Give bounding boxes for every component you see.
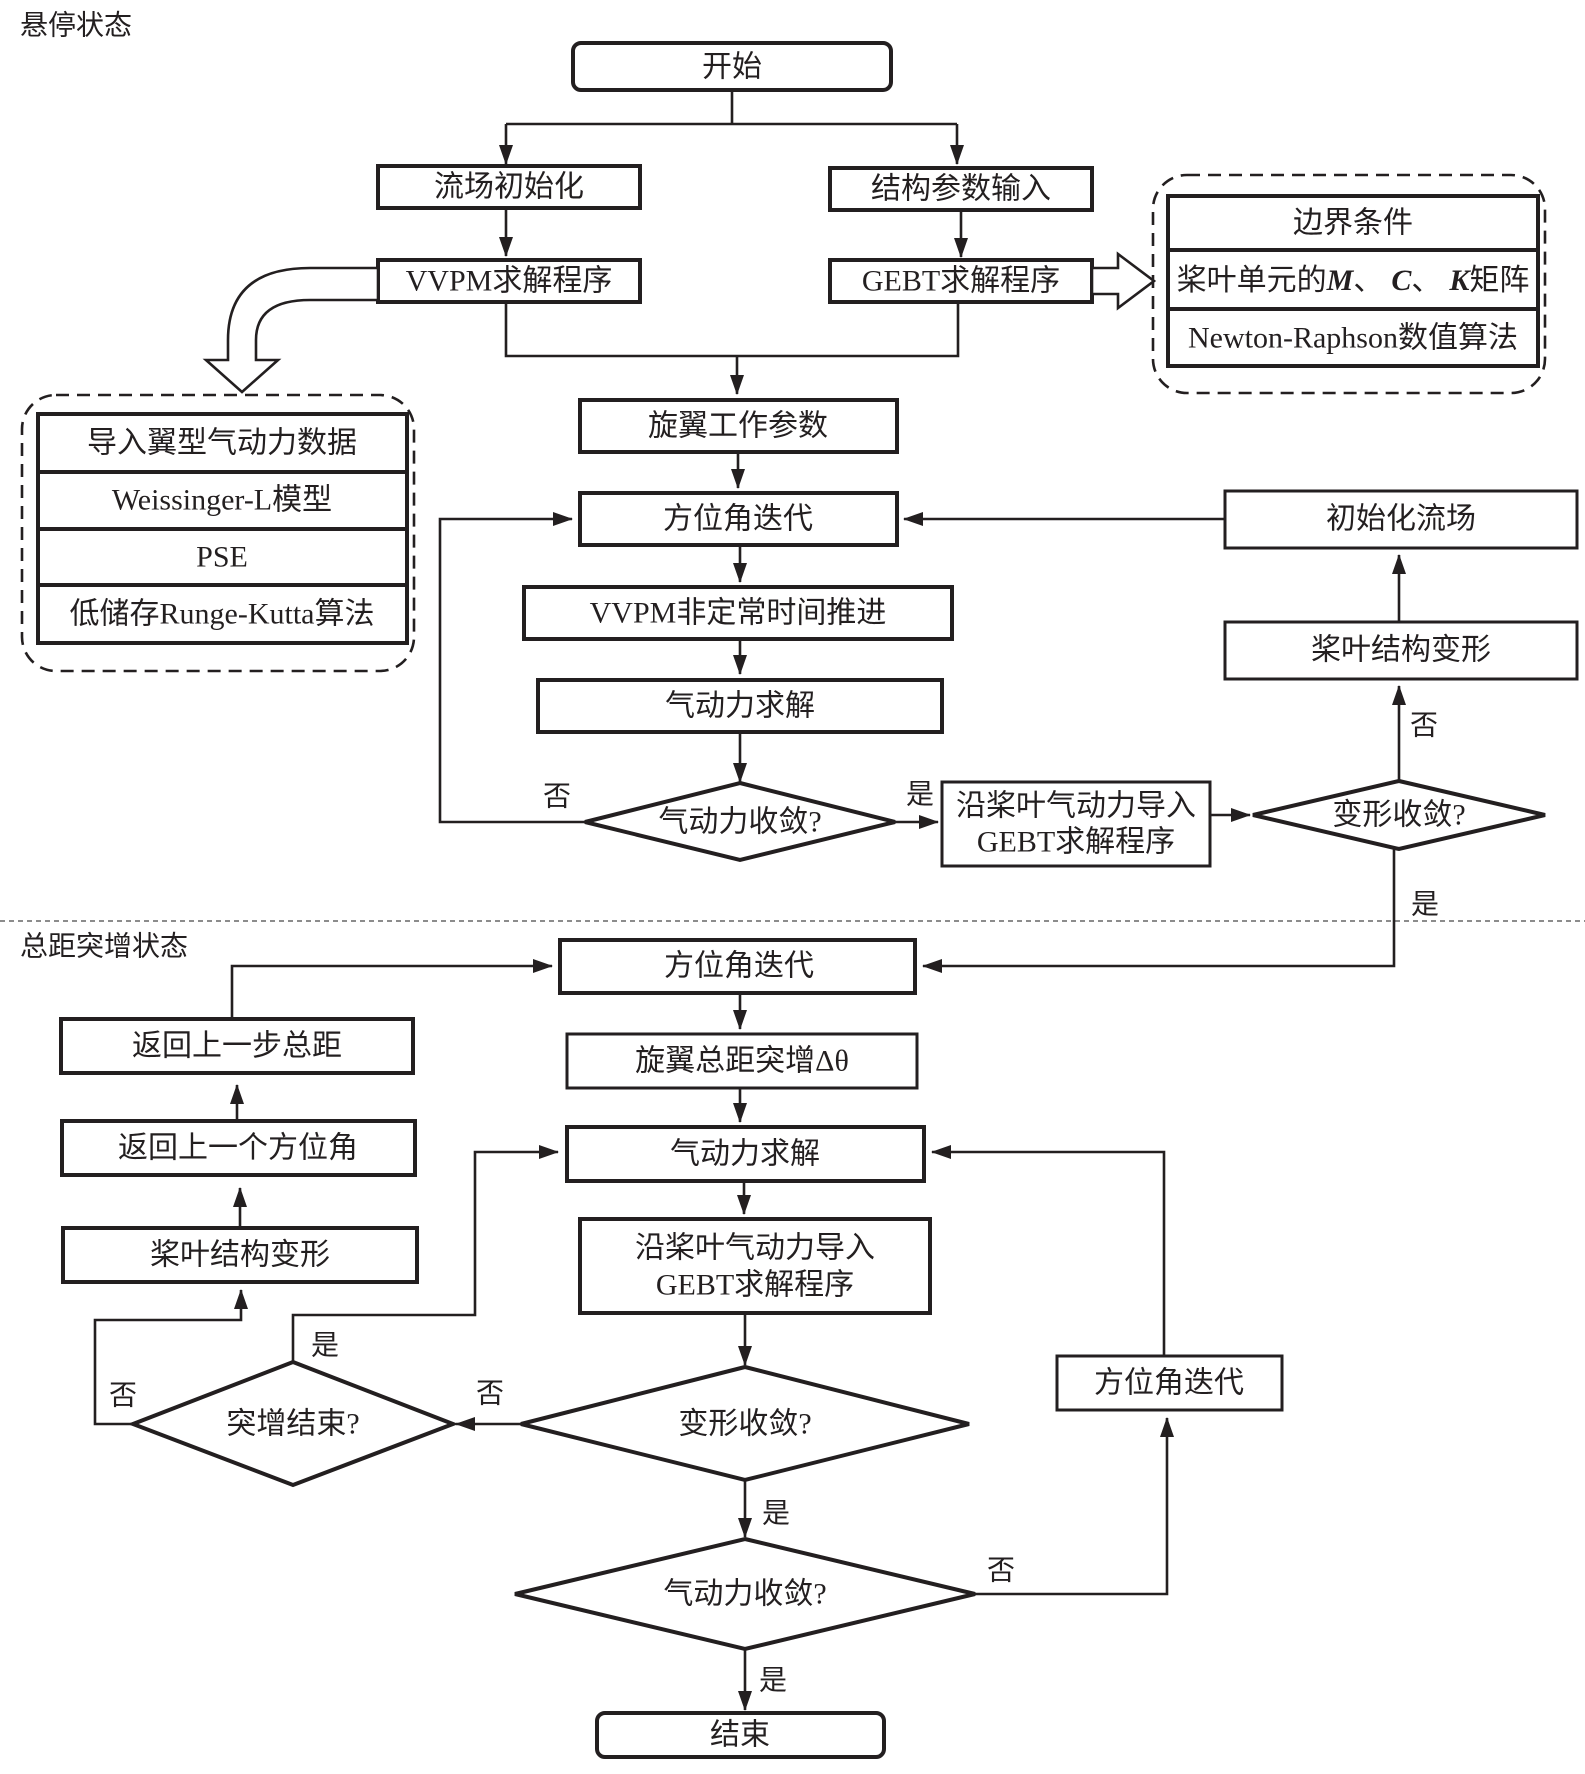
vvpm-detail-label: PSE <box>196 541 248 574</box>
aero-to-gebt-2-node[interactable]: 沿桨叶气动力导入 GEBT求解程序 <box>578 1217 932 1315</box>
vvpm-detail-item <box>36 527 409 587</box>
edge-merge <box>504 302 960 358</box>
aero-to-gebt-1-node[interactable]: 沿桨叶气动力导入 GEBT求解程序 <box>940 780 1212 868</box>
gebt-details-dashed-border <box>1151 173 1547 395</box>
vvpm-detail-label: Weissinger-L模型 <box>112 484 332 517</box>
section-label-hover: 悬停状态 <box>20 10 132 42</box>
edge-deform-converge-1-yes <box>922 849 1396 973</box>
end-label: 结束 <box>710 1719 770 1752</box>
branch-label-yes: 是 <box>906 780 934 811</box>
azimuth-iter-1-node[interactable]: 方位角迭代 <box>578 491 899 547</box>
azimuth-iter-2-node[interactable]: 方位角迭代 <box>558 938 917 995</box>
flow-init-label: 流场初始化 <box>434 171 584 204</box>
vvpm-unsteady-node[interactable]: VVPM非定常时间推进 <box>522 585 954 641</box>
reinit-flow-label: 初始化流场 <box>1326 503 1476 536</box>
gebt-detail-label: 边界条件 <box>1293 207 1413 240</box>
branch-label-no: 否 <box>476 1379 504 1410</box>
branch-label-no: 否 <box>543 782 571 813</box>
aero-solve-2-node[interactable]: 气动力求解 <box>565 1125 926 1183</box>
aero-to-gebt-1-label-line1: 沿桨叶气动力导入 <box>956 790 1196 823</box>
gebt-detail-item <box>1166 307 1540 368</box>
rotor-params-label: 旋翼工作参数 <box>648 410 828 443</box>
collective-step-label: 旋翼总距突增Δθ <box>635 1045 849 1078</box>
azimuth-iter-1-label: 方位角迭代 <box>663 503 813 536</box>
prev-azimuth-label: 返回上一个方位角 <box>118 1132 358 1165</box>
vvpm-solver-node[interactable]: VVPM求解程序 <box>376 258 642 304</box>
start-node[interactable]: 开始 <box>571 41 893 92</box>
vvpm-details-group: 导入翼型气动力数据 Weissinger-L模型 PSE 低储存Runge-Ku… <box>20 393 416 673</box>
flow-init-node[interactable]: 流场初始化 <box>376 164 642 210</box>
deform-converge-1-decision[interactable]: 变形收敛? <box>1252 778 1546 852</box>
blade-deform-2-node[interactable]: 桨叶结构变形 <box>61 1226 419 1284</box>
edge-aero-converge-1-no <box>438 512 585 824</box>
branch-label-yes: 是 <box>1411 890 1439 921</box>
azimuth-iter-3-label: 方位角迭代 <box>1094 1367 1244 1400</box>
blade-deform-2-label: 桨叶结构变形 <box>150 1239 330 1272</box>
deform-converge-2-decision[interactable]: 变形收敛? <box>520 1364 970 1483</box>
branch-label-no: 否 <box>1410 711 1438 742</box>
edge-aero-converge-2-no <box>975 1417 1174 1596</box>
step-end-label: 突增结束? <box>226 1408 359 1441</box>
branch-label-yes: 是 <box>311 1331 339 1362</box>
aero-converge-2-decision[interactable]: 气动力收敛? <box>514 1536 976 1652</box>
end-node[interactable]: 结束 <box>595 1711 886 1759</box>
edge-azimuth-3-to-aero-solve-2 <box>931 1145 1166 1356</box>
vvpm-detail-label: 低储存Runge-Kutta算法 <box>70 598 375 631</box>
vvpm-details-dashed-border <box>20 393 416 673</box>
vvpm-expand-arrow <box>202 266 380 394</box>
aero-converge-1-decision[interactable]: 气动力收敛? <box>584 780 896 863</box>
vvpm-detail-item <box>36 470 409 531</box>
branch-label-no: 否 <box>109 1381 137 1412</box>
vvpm-detail-item <box>36 583 409 645</box>
aero-converge-1-label: 气动力收敛? <box>658 806 821 839</box>
azimuth-iter-3-node[interactable]: 方位角迭代 <box>1055 1354 1284 1412</box>
branch-label-yes: 是 <box>759 1666 787 1697</box>
step-end-decision[interactable]: 突增结束? <box>127 1359 459 1488</box>
azimuth-iter-2-label: 方位角迭代 <box>664 950 814 983</box>
deform-converge-1-label: 变形收敛? <box>1332 799 1465 832</box>
struct-input-label: 结构参数输入 <box>871 173 1051 206</box>
aero-solve-1-node[interactable]: 气动力求解 <box>536 678 944 734</box>
vvpm-solver-label: VVPM求解程序 <box>406 265 613 298</box>
aero-to-gebt-1-label-line2: GEBT求解程序 <box>977 826 1175 859</box>
gebt-detail-item <box>1166 194 1540 252</box>
aero-to-gebt-2-label-line2: GEBT求解程序 <box>656 1269 854 1302</box>
vvpm-unsteady-label: VVPM非定常时间推进 <box>590 597 887 630</box>
gebt-detail-label: Newton-Raphson数值算法 <box>1188 322 1518 355</box>
reinit-flow-node[interactable]: 初始化流场 <box>1223 489 1579 550</box>
gebt-expand-arrow <box>1090 251 1157 311</box>
gebt-solver-node[interactable]: GEBT求解程序 <box>828 258 1094 304</box>
prev-azimuth-node[interactable]: 返回上一个方位角 <box>60 1119 417 1177</box>
edge-prev-collective-to-azimuth-2 <box>230 959 553 1019</box>
gebt-details-group: 边界条件 桨叶单元的M、C、K矩阵 Newton-Raphson数值算法 <box>1151 173 1547 395</box>
edge-step-end-yes <box>291 1145 559 1362</box>
branch-label-yes: 是 <box>762 1499 790 1530</box>
aero-to-gebt-2-label-line1: 沿桨叶气动力导入 <box>635 1232 875 1265</box>
vvpm-detail-item <box>36 412 409 474</box>
edge-step-end-no <box>93 1289 248 1426</box>
start-label: 开始 <box>702 51 762 84</box>
aero-solve-1-label: 气动力求解 <box>665 690 815 723</box>
aero-converge-2-label: 气动力收敛? <box>663 1578 826 1611</box>
struct-input-node[interactable]: 结构参数输入 <box>828 166 1094 212</box>
section-label-collective-step: 总距突增状态 <box>20 931 188 963</box>
gebt-detail-label-matrices: 桨叶单元的M、C、K矩阵 <box>1177 264 1530 297</box>
deform-converge-2-label: 变形收敛? <box>678 1408 811 1441</box>
branch-label-no: 否 <box>987 1556 1015 1587</box>
aero-solve-2-label: 气动力求解 <box>670 1138 820 1171</box>
prev-collective-label: 返回上一步总距 <box>132 1030 342 1063</box>
gebt-solver-label: GEBT求解程序 <box>862 265 1060 298</box>
blade-deform-1-node[interactable]: 桨叶结构变形 <box>1223 620 1579 681</box>
blade-deform-1-label: 桨叶结构变形 <box>1311 634 1491 667</box>
collective-step-node[interactable]: 旋翼总距突增Δθ <box>565 1032 919 1090</box>
edge-start-split <box>506 90 957 126</box>
vvpm-detail-label: 导入翼型气动力数据 <box>87 427 357 460</box>
rotor-params-node[interactable]: 旋翼工作参数 <box>578 398 899 454</box>
prev-collective-node[interactable]: 返回上一步总距 <box>59 1017 415 1075</box>
